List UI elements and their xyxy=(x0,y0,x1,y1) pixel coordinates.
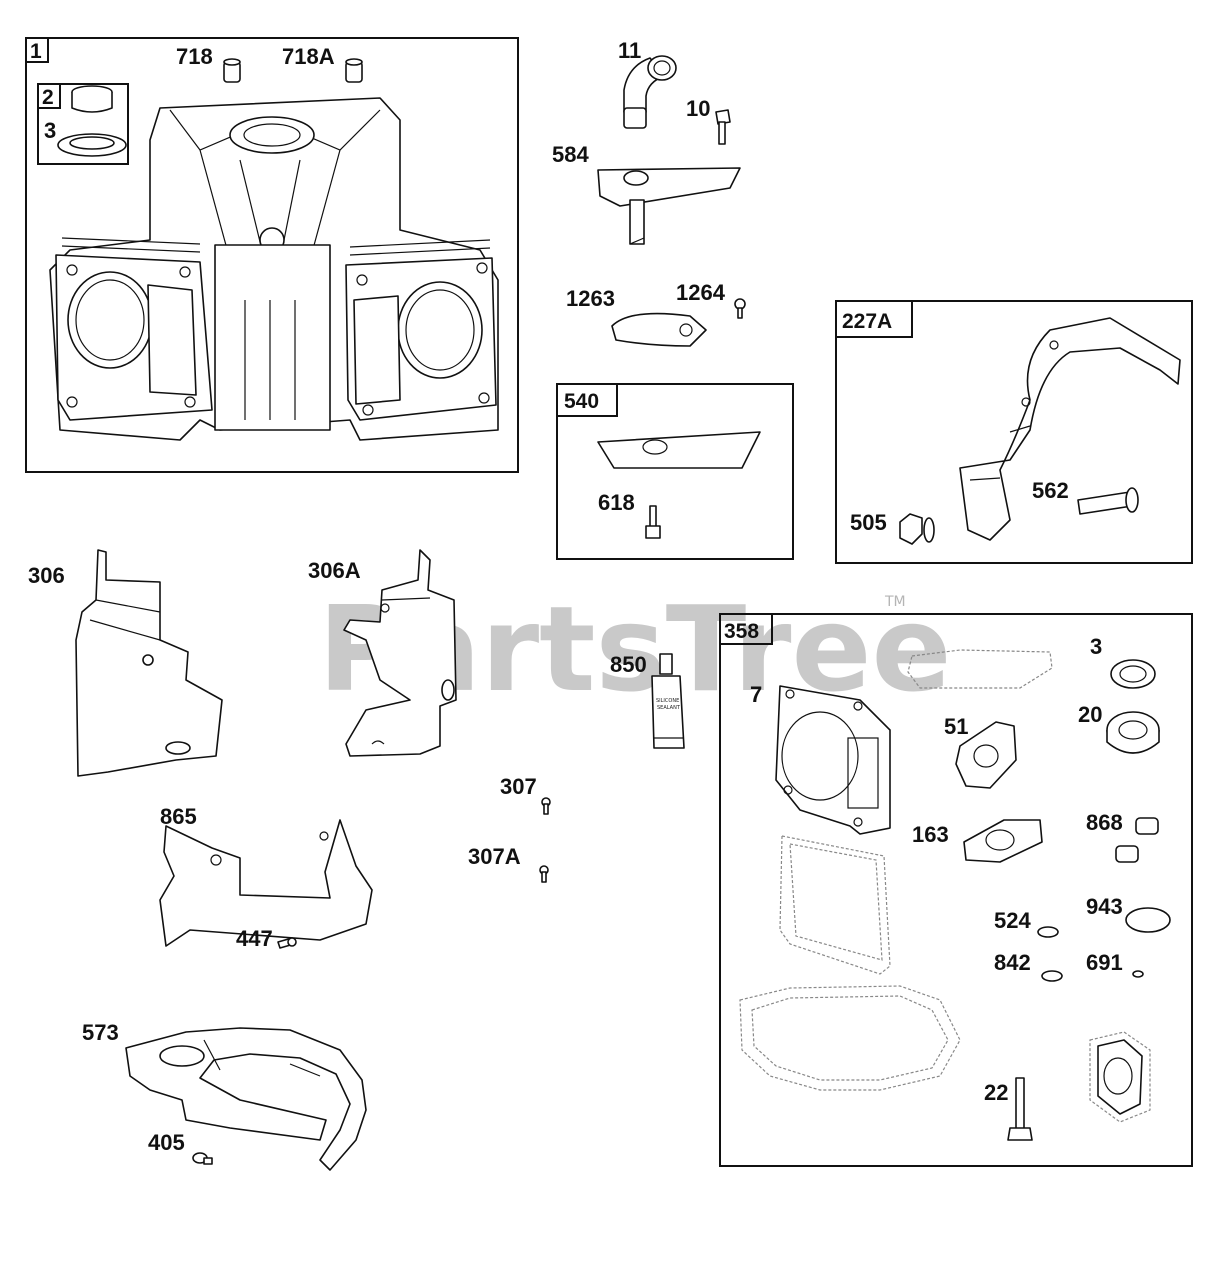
label-405[interactable]: 405 xyxy=(148,1130,185,1155)
head-gasket-part-7[interactable] xyxy=(775,685,891,835)
bracket-part-227A[interactable] xyxy=(959,317,1181,541)
box-1-group: 1 2 3 718 718A xyxy=(25,37,519,473)
gasket-dashed-intake[interactable] xyxy=(1089,1031,1151,1123)
box-2-label[interactable]: 2 xyxy=(42,86,54,109)
box-540-tag xyxy=(556,383,618,417)
label-447[interactable]: 447 xyxy=(236,926,273,951)
box-227A-frame xyxy=(835,300,1193,564)
box-1-frame xyxy=(25,37,519,473)
o-ring-part-691[interactable] xyxy=(1132,970,1144,978)
screw-part-1264[interactable] xyxy=(734,298,746,319)
label-11[interactable]: 11 xyxy=(618,38,641,63)
screw-part-10[interactable] xyxy=(715,109,731,145)
label-865[interactable]: 865 xyxy=(160,804,197,829)
sealant-tube-text-2: SEALANT xyxy=(657,705,681,711)
box-227A-tag xyxy=(835,300,913,338)
cylinder-block-part-1[interactable] xyxy=(49,97,499,441)
box-227A-group: 227A 562 505 xyxy=(835,300,1193,564)
label-51[interactable]: 51 xyxy=(944,714,968,739)
box-358-group: 358 3 7 20 51 163 xyxy=(719,613,1193,1167)
o-ring-part-842[interactable] xyxy=(1041,970,1063,982)
box-540-frame xyxy=(556,383,794,560)
label-20[interactable]: 20 xyxy=(1078,702,1102,727)
blower-housing-part-573[interactable] xyxy=(125,1027,367,1171)
gasket-part-163[interactable] xyxy=(963,819,1043,863)
dowel-718A[interactable] xyxy=(345,58,363,83)
sealant-tube-text-1: SILICONE xyxy=(656,698,679,704)
screw-part-447[interactable] xyxy=(277,937,297,949)
plate-part-584[interactable] xyxy=(597,167,741,245)
lever-part-1263[interactable] xyxy=(611,312,707,347)
shield-part-865[interactable] xyxy=(159,819,373,947)
box-227A-label[interactable]: 227A xyxy=(842,310,892,333)
label-943[interactable]: 943 xyxy=(1086,894,1123,919)
label-718[interactable]: 718 xyxy=(176,44,213,69)
screw-part-618[interactable] xyxy=(645,505,661,539)
label-22[interactable]: 22 xyxy=(984,1080,1008,1105)
shield-part-306[interactable] xyxy=(75,549,223,777)
trademark-mark: TM xyxy=(884,594,906,610)
label-7[interactable]: 7 xyxy=(750,682,762,707)
label-562[interactable]: 562 xyxy=(1032,478,1069,503)
label-691[interactable]: 691 xyxy=(1086,950,1123,975)
box-358-label[interactable]: 358 xyxy=(724,620,759,643)
label-584[interactable]: 584 xyxy=(552,142,589,167)
label-3-box358[interactable]: 3 xyxy=(1090,634,1102,659)
shield-part-306A[interactable] xyxy=(343,549,457,757)
label-3-box1[interactable]: 3 xyxy=(44,118,56,143)
gasket-dashed-crankcase[interactable] xyxy=(739,985,961,1091)
sealant-tube-part-850[interactable]: SILICONE SEALANT xyxy=(651,653,685,749)
box-1-label[interactable]: 1 xyxy=(30,40,42,63)
nut-part-505[interactable] xyxy=(899,513,935,545)
o-ring-part-524[interactable] xyxy=(1037,926,1059,938)
seal-part-20[interactable] xyxy=(1106,711,1160,754)
label-573[interactable]: 573 xyxy=(82,1020,119,1045)
box-1-tag xyxy=(25,37,49,63)
dowel-718[interactable] xyxy=(223,58,241,83)
gasket-dashed-left[interactable] xyxy=(779,835,891,975)
bushing-part-2[interactable] xyxy=(71,85,113,113)
label-718A[interactable]: 718A xyxy=(282,44,335,69)
label-505[interactable]: 505 xyxy=(850,510,887,535)
label-10[interactable]: 10 xyxy=(686,96,710,121)
label-1264[interactable]: 1264 xyxy=(676,280,726,305)
label-307A[interactable]: 307A xyxy=(468,844,521,869)
label-524[interactable]: 524 xyxy=(994,908,1031,933)
label-850[interactable]: 850 xyxy=(610,652,647,677)
label-306A[interactable]: 306A xyxy=(308,558,361,583)
label-1263[interactable]: 1263 xyxy=(566,286,615,311)
bolt-part-22[interactable] xyxy=(1007,1077,1033,1141)
box-358-tag xyxy=(719,613,773,645)
label-868[interactable]: 868 xyxy=(1086,810,1123,835)
label-842[interactable]: 842 xyxy=(994,950,1031,975)
box-358-frame xyxy=(719,613,1193,1167)
dowel-part-868[interactable] xyxy=(1115,817,1159,863)
seal-part-3-box358[interactable] xyxy=(1110,659,1156,689)
elbow-tube-part-11[interactable] xyxy=(623,55,677,129)
label-618[interactable]: 618 xyxy=(598,490,635,515)
screw-part-307A[interactable] xyxy=(539,865,549,883)
box-2-tag xyxy=(37,83,61,109)
screw-part-405[interactable] xyxy=(192,1152,213,1165)
box-540-group: 540 618 xyxy=(556,383,794,560)
stud-part-562[interactable] xyxy=(1077,487,1139,515)
label-306[interactable]: 306 xyxy=(28,563,65,588)
box-540-label[interactable]: 540 xyxy=(564,390,599,413)
box-2-frame xyxy=(37,83,129,165)
o-ring-part-943[interactable] xyxy=(1125,907,1171,933)
gasket-part-51[interactable] xyxy=(955,721,1017,789)
screw-part-307[interactable] xyxy=(541,797,551,815)
seal-part-3[interactable] xyxy=(57,133,127,157)
label-163[interactable]: 163 xyxy=(912,822,949,847)
baffle-plate[interactable] xyxy=(597,431,761,469)
label-307[interactable]: 307 xyxy=(500,774,537,799)
